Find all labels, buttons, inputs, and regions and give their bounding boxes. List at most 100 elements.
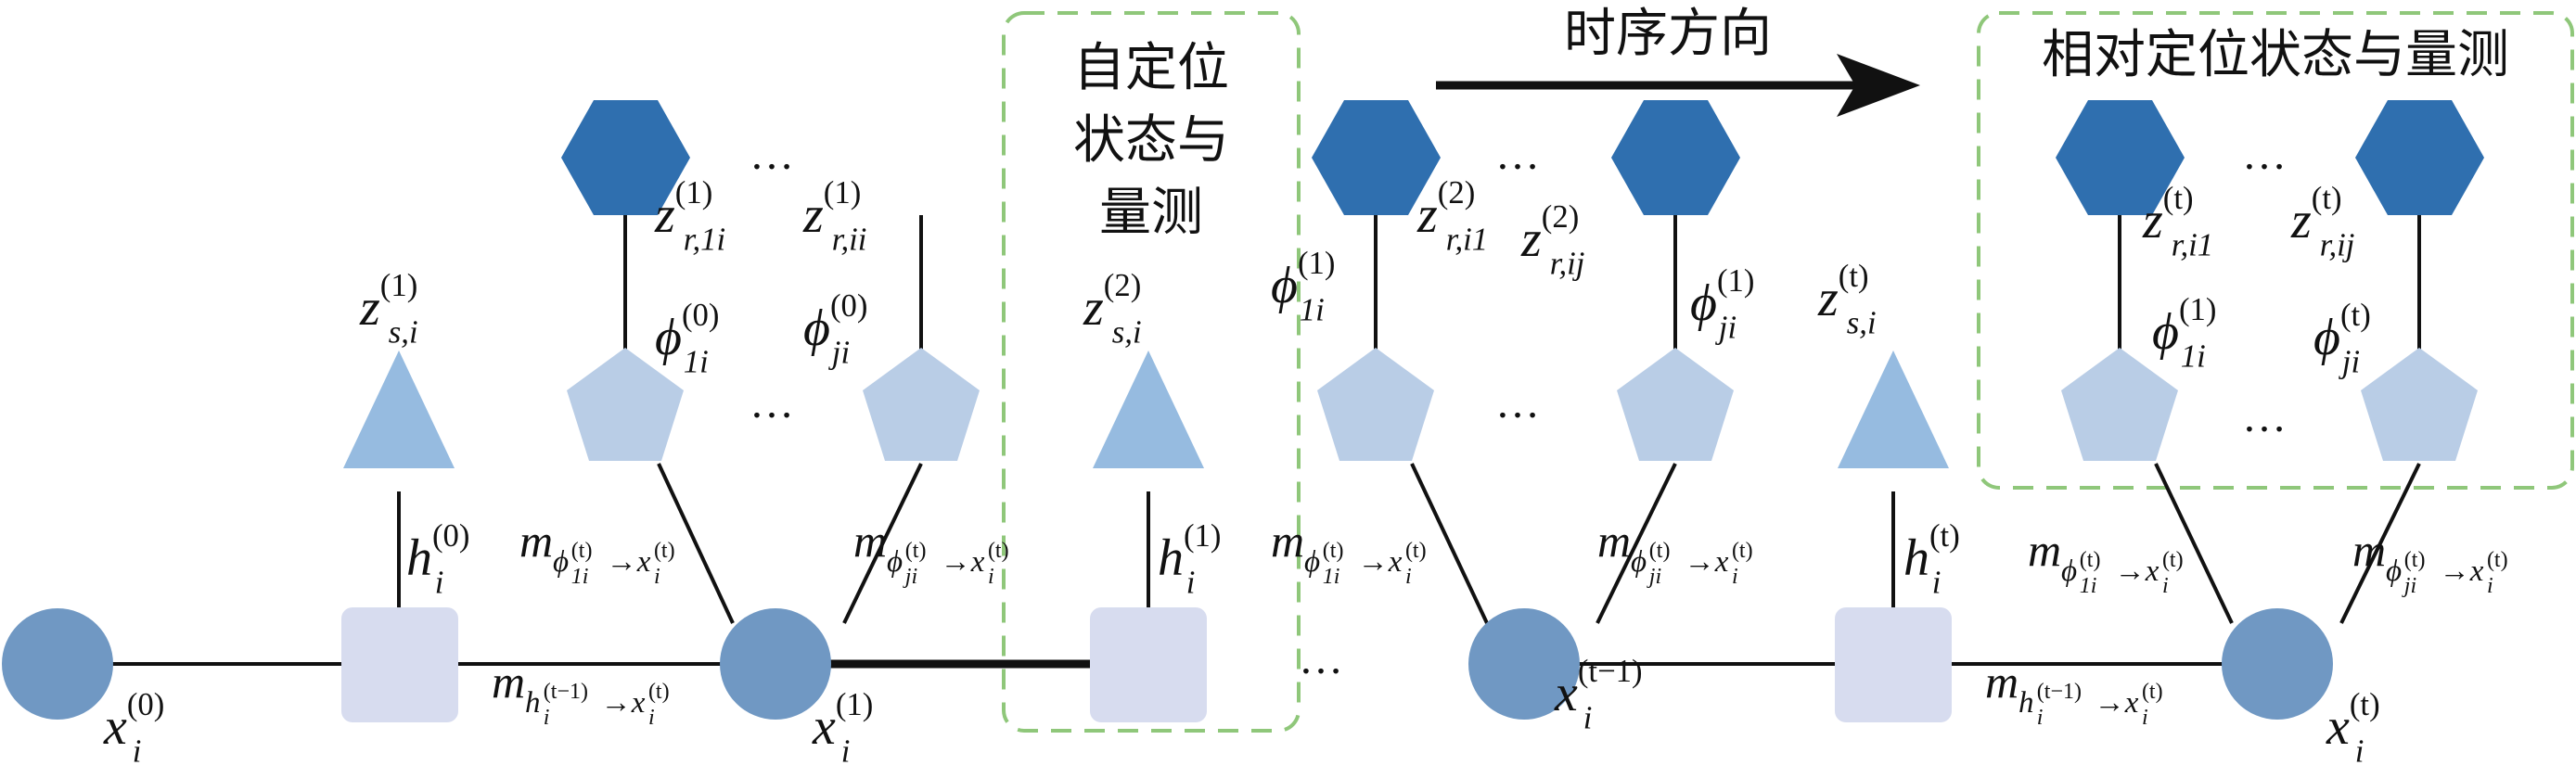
svg-text:x(1): x(1) xyxy=(812,686,873,756)
math-label-z_r_1i_1: z(1)r,1i xyxy=(654,174,725,257)
svg-text:ji: ji xyxy=(2402,574,2416,598)
svg-text:s,i: s,i xyxy=(1112,314,1142,351)
svg-text:r,ij: r,ij xyxy=(2320,227,2355,263)
svg-text:z(t): z(t) xyxy=(2290,180,2342,249)
svg-text:r,i1: r,i1 xyxy=(1446,222,1488,258)
factor-square-h0 xyxy=(341,607,458,722)
svg-text:z(1): z(1) xyxy=(802,174,861,244)
math-label-z_r_ij_t: z(t)r,ij xyxy=(2290,180,2354,262)
svg-text:1i: 1i xyxy=(2181,338,2206,375)
svg-text:ji: ji xyxy=(1715,310,1737,346)
svg-text:1i: 1i xyxy=(1323,565,1340,589)
svg-text:ϕ: ϕ xyxy=(2061,555,2077,588)
hexagon-z-rij-t xyxy=(2355,100,2484,215)
measurement-triangle-z2 xyxy=(1093,351,1204,468)
math-label-x_i_1: x(1)i xyxy=(812,686,873,769)
svg-text:z(t): z(t) xyxy=(1817,258,1869,327)
svg-text:ϕ: ϕ xyxy=(1631,545,1647,579)
svg-text:(t): (t) xyxy=(905,539,927,563)
svg-text:h(0): h(0) xyxy=(406,517,469,587)
svg-text:z(2): z(2) xyxy=(1520,198,1579,268)
math-label-phi_1i_1: ϕ(1)1i xyxy=(1271,245,1335,327)
svg-text:i: i xyxy=(1186,565,1196,601)
ellipsis-hex-2: … xyxy=(1495,130,1540,179)
svg-text:ϕ(1): ϕ(1) xyxy=(1271,245,1335,314)
variable-node-xt1 xyxy=(1468,608,1580,720)
pentagon-phi1-0 xyxy=(567,348,684,461)
svg-text:i: i xyxy=(1932,565,1942,601)
svg-text:(t): (t) xyxy=(2162,548,2184,572)
edge-x1-phij xyxy=(842,463,923,624)
svg-text:→x: →x xyxy=(601,686,646,720)
svg-text:i: i xyxy=(988,565,994,589)
time-direction-label: 时序方向 xyxy=(1564,4,1772,64)
ellipsis-pent-t: … xyxy=(2242,392,2287,441)
svg-text:z(1): z(1) xyxy=(654,174,712,244)
self-localization-label-line2: 状态与 xyxy=(1073,110,1229,171)
pentagon-phi1-t xyxy=(2061,348,2178,461)
variable-node-xt xyxy=(2222,608,2333,720)
hexagon-z-r1i-1 xyxy=(561,100,690,215)
relative-localization-label: 相对定位状态与量测 xyxy=(2042,25,2509,85)
svg-text:m: m xyxy=(1985,656,2019,708)
math-label-phi_1i_t1: ϕ(1)1i xyxy=(2152,291,2216,374)
svg-text:i: i xyxy=(2142,706,2148,730)
svg-text:(t): (t) xyxy=(1732,539,1753,563)
svg-text:(t): (t) xyxy=(1649,539,1671,563)
svg-text:→x: →x xyxy=(2095,686,2139,720)
svg-text:i: i xyxy=(2037,706,2044,730)
svg-text:(t): (t) xyxy=(988,539,1009,563)
svg-text:(t): (t) xyxy=(2142,680,2163,704)
svg-text:1i: 1i xyxy=(684,344,709,380)
math-label-h_i_t: h(t)i xyxy=(1903,517,1960,600)
variable-node-x0 xyxy=(2,608,113,720)
math-label-z_r_ij_2: z(2)r,ij xyxy=(1520,198,1584,281)
svg-text:(t): (t) xyxy=(648,680,670,704)
svg-text:1i: 1i xyxy=(1300,292,1325,328)
svg-text:m: m xyxy=(1597,515,1631,567)
math-label-x_i_t1: x(t−1)i xyxy=(1554,653,1643,735)
svg-text:r,i1: r,i1 xyxy=(2172,227,2213,263)
svg-text:→x: →x xyxy=(2115,555,2159,588)
edge-xt1-phij xyxy=(1596,463,1677,624)
svg-text:i: i xyxy=(2162,574,2169,598)
svg-text:(t−1): (t−1) xyxy=(2037,680,2082,704)
svg-text:i: i xyxy=(648,706,655,730)
svg-text:ϕ(1): ϕ(1) xyxy=(1690,262,1754,332)
svg-text:r,ii: r,ii xyxy=(832,222,867,258)
math-label-z_r_ii_1: z(1)r,ii xyxy=(802,174,866,257)
math-label-z_s_1: z(1)s,i xyxy=(359,267,418,350)
pentagon-phij-t xyxy=(2361,348,2478,461)
edge-xt-phi1 xyxy=(2154,463,2234,624)
math-label-h_i_1: h(1)i xyxy=(1158,517,1221,600)
svg-text:r,1i: r,1i xyxy=(684,222,725,258)
svg-text:(t): (t) xyxy=(2404,548,2426,572)
self-localization-label-line1: 自定位 xyxy=(1073,38,1229,98)
svg-text:s,i: s,i xyxy=(1847,305,1877,341)
edge-xt1-phi1 xyxy=(1410,463,1489,624)
svg-text:i: i xyxy=(1732,565,1738,589)
svg-text:→x: →x xyxy=(1358,545,1403,579)
factor-square-h1 xyxy=(1090,607,1207,722)
svg-text:ϕ(0): ϕ(0) xyxy=(803,287,867,357)
svg-text:ϕ(0): ϕ(0) xyxy=(655,297,719,366)
svg-text:(t): (t) xyxy=(654,539,675,563)
svg-text:→x: →x xyxy=(607,545,651,579)
math-label-h_i_0: h(0)i xyxy=(406,517,469,600)
svg-text:h(1): h(1) xyxy=(1158,517,1221,587)
svg-text:i: i xyxy=(1405,565,1412,589)
svg-text:ji: ji xyxy=(1647,565,1661,589)
ellipsis-pent-2: … xyxy=(1495,378,1540,427)
math-label-x_i_0: x(0)i xyxy=(103,686,164,769)
svg-text:m: m xyxy=(519,515,553,567)
svg-text:s,i: s,i xyxy=(389,314,418,351)
svg-text:z(2): z(2) xyxy=(1083,267,1141,337)
svg-text:r,ij: r,ij xyxy=(1550,246,1585,282)
svg-text:→x: →x xyxy=(2440,555,2484,588)
measurement-triangle-zt xyxy=(1838,351,1949,468)
svg-text:(t): (t) xyxy=(2487,548,2508,572)
